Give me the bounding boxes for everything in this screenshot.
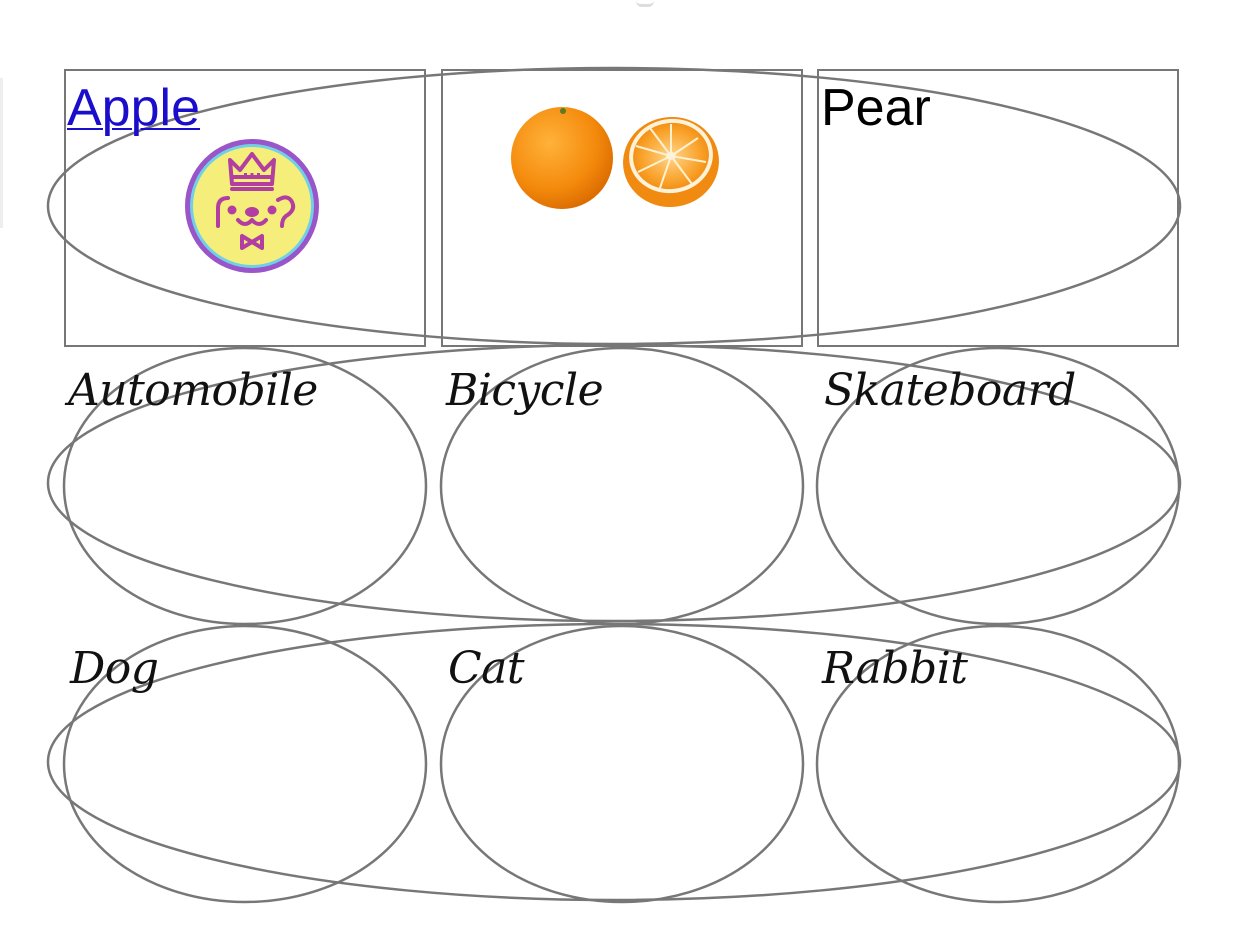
bicycle-label: Bicycle xyxy=(446,365,604,416)
dog-label: Dog xyxy=(70,643,159,694)
rabbit-label: Rabbit xyxy=(822,643,968,694)
apple-link[interactable]: Apple xyxy=(67,79,200,137)
pear-label: Pear xyxy=(821,79,931,137)
skateboard-label: Skateboard xyxy=(824,365,1076,416)
left-edge-mark xyxy=(0,78,3,228)
cat-label: Cat xyxy=(448,643,525,694)
crowned-face-badge-icon xyxy=(185,139,319,273)
row3-ellipse xyxy=(46,622,1182,902)
automobile-label: Automobile xyxy=(68,365,318,416)
oranges-image xyxy=(511,107,719,209)
top-edge-mark xyxy=(636,0,654,7)
